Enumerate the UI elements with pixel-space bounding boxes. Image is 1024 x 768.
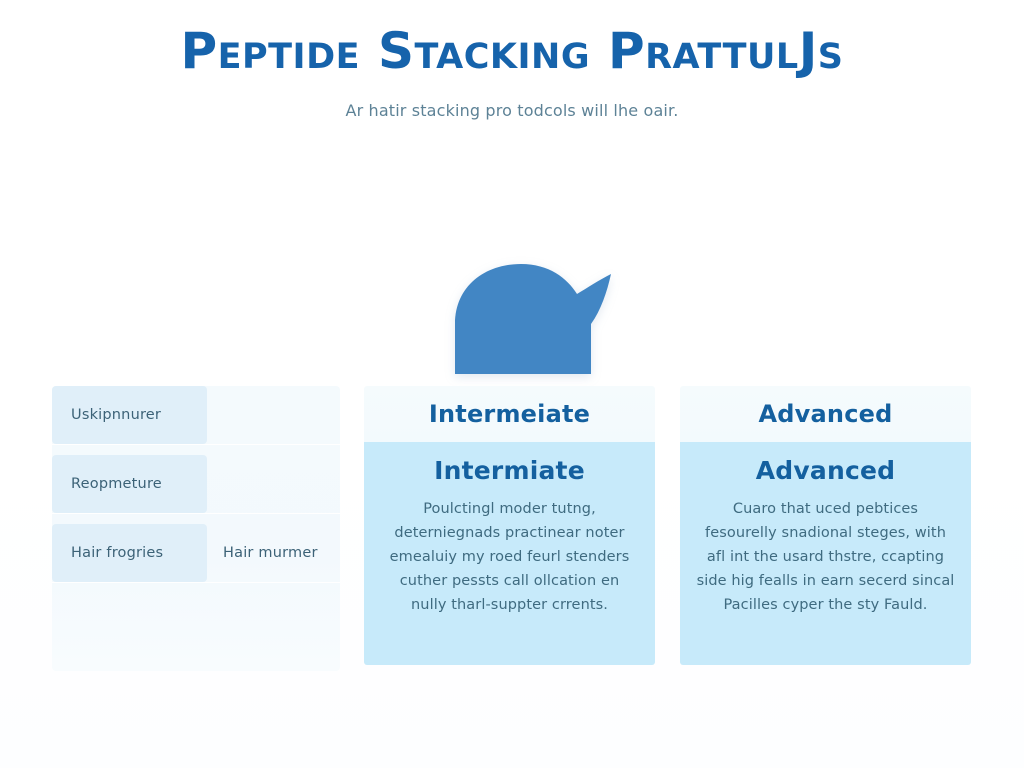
page-header: Peptide Stacking PrattulJs Ar hatir stac… [0,22,1024,121]
card-advanced[interactable]: Advanced Advanced Cuaro that uced pebtic… [680,386,971,665]
table-row-value [207,386,340,444]
table-row-label: Hair frogries [52,524,207,582]
card-header: Intermeiate [364,386,655,442]
attributes-table: Uskipnnurer Reopmeture Hair frogries Hai… [52,386,340,671]
table-row[interactable]: Uskipnnurer [52,386,340,445]
table-row-value [207,455,340,513]
comparison-columns: Uskipnnurer Reopmeture Hair frogries Hai… [52,386,972,671]
card-header-label: Intermeiate [428,400,591,428]
page-title: Peptide Stacking PrattulJs [180,22,844,80]
card-body-title: Intermiate [434,456,585,485]
card-intermediate[interactable]: Intermeiate Intermiate Poulctingl moder … [364,386,655,665]
card-body-text: Poulctingl moder tutng, deterniegnads pr… [389,501,630,613]
page-subtitle: Ar hatir stacking pro todcols will lhe o… [345,101,679,120]
hair-wave-blob-icon [443,262,623,374]
table-row-label: Reopmeture [52,455,207,513]
table-row-label: Uskipnnurer [52,386,207,444]
card-body: Intermiate Poulctingl moder tutng, deter… [364,442,655,665]
card-header-label: Advanced [758,400,893,428]
table-row[interactable]: Reopmeture [52,455,340,514]
card-header: Advanced [680,386,971,442]
card-body: Advanced Cuaro that uced pebtices fesour… [680,442,971,665]
table-row-value: Hair murmer [223,545,318,561]
table-row[interactable]: Hair frogries Hair murmer [52,524,340,583]
card-body-title: Advanced [755,456,896,485]
card-body-text: Cuaro that uced pebtices fesourelly snad… [696,501,955,613]
